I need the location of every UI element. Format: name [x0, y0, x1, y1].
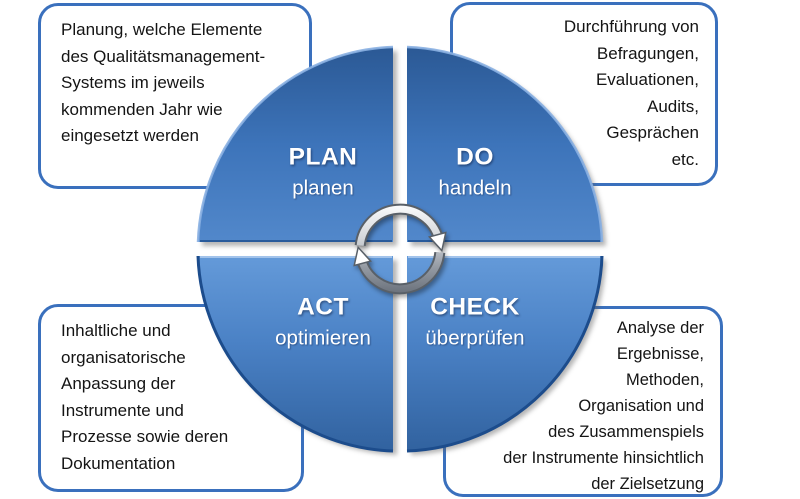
- quadrant-do: [407, 47, 602, 242]
- arrowhead-right-icon: [427, 231, 447, 253]
- note-act-text: Inhaltliche und organisatorische Anpassu…: [61, 321, 229, 473]
- arrowhead-left-icon: [353, 245, 373, 267]
- arrow-top-arc: [356, 205, 442, 246]
- quadrant-plan: [198, 47, 393, 242]
- note-do-text: Durchführung von Befragungen, Evaluation…: [563, 17, 699, 169]
- rim-highlight-plan: [196, 45, 394, 243]
- sublabel-act: optimieren: [275, 326, 371, 349]
- label-plan: PLAN: [289, 143, 358, 170]
- note-plan-text: Planung, welche Elemente des Qualitätsma…: [61, 20, 266, 145]
- label-check: CHECK: [430, 293, 520, 320]
- sublabel-check: überprüfen: [425, 326, 524, 349]
- note-act: Inhaltliche und organisatorische Anpassu…: [38, 304, 304, 492]
- pdca-cycle: PLAN planen DO handeln CHECK überprüfen …: [196, 45, 604, 453]
- quadrant-act: [198, 256, 393, 451]
- arrow-bottom-arc: [358, 252, 444, 293]
- rim-highlight-do: [406, 45, 604, 243]
- rim-shadow-check: [406, 255, 604, 453]
- rim-shadow-act: [196, 255, 394, 453]
- sublabel-plan: planen: [292, 176, 354, 199]
- sublabel-do: handeln: [439, 176, 512, 199]
- cycle-arrows-icon: [353, 203, 447, 295]
- label-act: ACT: [297, 293, 349, 320]
- quadrant-check: [407, 256, 602, 451]
- note-check-text: Analyse der Ergebnisse, Methoden, Organi…: [503, 319, 704, 493]
- label-do: DO: [456, 143, 494, 170]
